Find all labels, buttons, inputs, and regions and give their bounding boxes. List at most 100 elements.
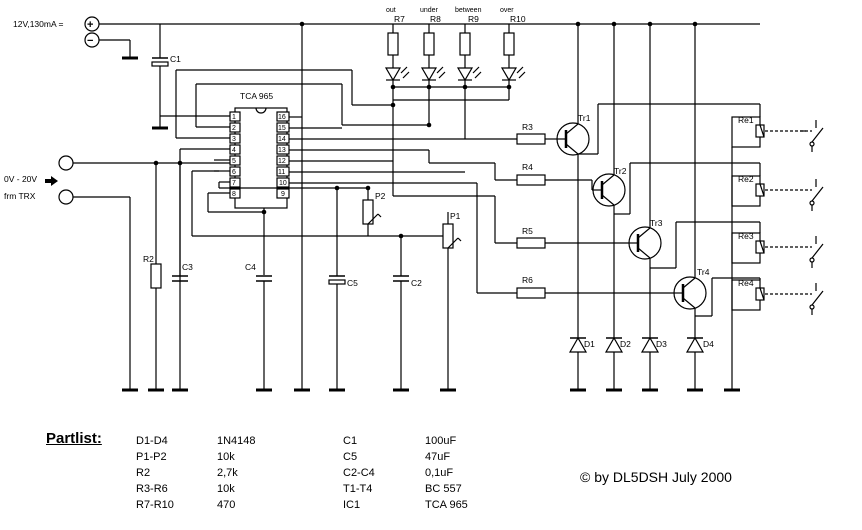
svg-text:C3: C3	[182, 262, 193, 272]
supply-minus-terminal: −	[84, 32, 100, 48]
partlist-value: 0,1uF	[425, 467, 454, 479]
label-between: between	[455, 7, 482, 14]
partlist-ref: C5	[343, 451, 358, 463]
input-from-label: frm TRX	[4, 191, 36, 201]
svg-text:P2: P2	[375, 191, 386, 201]
svg-text:+: +	[87, 19, 93, 31]
svg-text:9: 9	[281, 191, 285, 198]
svg-text:D4: D4	[703, 339, 714, 349]
capacitor-c1: C1	[151, 24, 235, 130]
partlist-value: BC 557	[425, 483, 462, 495]
partlist-ref: R7-R10	[136, 499, 174, 511]
svg-text:D1: D1	[584, 339, 595, 349]
capacitor-c2: C2	[393, 233, 422, 390]
partlist-col2-refs: C1 C5 C2-C4 T1-T4 IC1	[343, 433, 375, 513]
transistor-tr4: Tr4	[673, 21, 760, 390]
svg-text:13: 13	[278, 147, 286, 154]
partlist-value: 470	[217, 499, 236, 511]
resistor-r4: R4	[516, 162, 592, 186]
relay-re1: Re1	[731, 104, 824, 152]
partlist-ref: C1	[343, 435, 358, 447]
svg-text:7: 7	[232, 180, 236, 187]
partlist-ref: IC1	[343, 499, 361, 511]
partlist-ref: R2	[136, 467, 151, 479]
svg-text:R2: R2	[143, 254, 154, 264]
svg-text:Re1: Re1	[738, 115, 754, 125]
copyright-notice: © by DL5DSH July 2000	[580, 469, 732, 485]
svg-text:R10: R10	[510, 14, 526, 24]
svg-text:11: 11	[278, 169, 285, 176]
partlist-ref: C2-C4	[343, 467, 375, 479]
ic-label: TCA 965	[240, 91, 273, 101]
ic-tca965: TCA 965 1 2 3 4 5 6 7 8 16 15 14 13 12 1…	[229, 91, 290, 209]
svg-text:R4: R4	[522, 162, 533, 172]
led-resistor-r9: between R9	[455, 7, 482, 90]
label-over: over	[500, 7, 514, 14]
svg-text:R3: R3	[522, 122, 533, 132]
svg-text:4: 4	[232, 147, 236, 154]
svg-text:R6: R6	[522, 275, 533, 285]
partlist-title: Partlist:	[46, 430, 102, 447]
resistor-r6: R6	[516, 275, 673, 299]
diode-d1: D1	[568, 336, 595, 353]
partlist-col2-values: 100uF 47uF 0,1uF BC 557 TCA 965	[425, 433, 468, 513]
svg-text:C5: C5	[347, 278, 358, 288]
svg-text:D2: D2	[620, 339, 631, 349]
transistor-tr1: Tr1	[556, 21, 760, 390]
label-out: out	[386, 7, 396, 14]
resistor-r3: R3	[516, 122, 556, 145]
transistor-tr3: Tr3	[628, 21, 760, 390]
svg-text:R9: R9	[468, 14, 479, 24]
svg-text:R7: R7	[394, 14, 405, 24]
partlist-ref: T1-T4	[343, 483, 373, 495]
partlist-value: 100uF	[425, 435, 457, 447]
relay-re4: Re4	[731, 278, 824, 315]
svg-text:−: −	[87, 35, 93, 47]
led-resistor-r8: under R8	[420, 7, 446, 90]
diode-d3: D3	[640, 336, 667, 353]
svg-text:15: 15	[278, 125, 286, 132]
supply-plus-terminal: +	[84, 16, 100, 32]
svg-text:8: 8	[232, 191, 236, 198]
diode-d4: D4	[685, 336, 714, 353]
svg-text:P1: P1	[450, 211, 461, 221]
svg-text:5: 5	[232, 158, 236, 165]
potentiometer-p2: P2	[362, 185, 386, 236]
svg-text:C4: C4	[245, 262, 256, 272]
relay-re3: Re3	[731, 222, 824, 268]
input-range-label: 0V - 20V	[4, 174, 37, 184]
svg-text:D3: D3	[656, 339, 667, 349]
ic-wiring	[175, 21, 517, 390]
partlist-value: 2,7k	[217, 467, 238, 479]
partlist-value: 47uF	[425, 451, 451, 463]
svg-text:3: 3	[232, 136, 236, 143]
potentiometer-p1: P1	[442, 211, 462, 390]
svg-text:Tr2: Tr2	[614, 166, 627, 176]
svg-text:R8: R8	[430, 14, 441, 24]
svg-text:Re2: Re2	[738, 174, 754, 184]
label-under: under	[420, 7, 439, 14]
svg-text:12: 12	[278, 158, 286, 165]
svg-text:C1: C1	[170, 54, 181, 64]
svg-text:14: 14	[278, 136, 286, 143]
svg-text:Re4: Re4	[738, 278, 754, 288]
svg-text:C2: C2	[411, 278, 422, 288]
svg-text:10: 10	[279, 180, 287, 187]
relay-re2: Re2	[731, 163, 824, 211]
svg-text:1: 1	[232, 114, 236, 121]
supply-label: 12V,130mA =	[13, 19, 64, 29]
svg-text:Tr4: Tr4	[697, 267, 710, 277]
partlist-value: 1N4148	[217, 435, 256, 447]
capacitor-c5: C5	[328, 185, 358, 390]
svg-text:16: 16	[278, 114, 286, 121]
partlist-value: 10k	[217, 483, 235, 495]
svg-text:Tr3: Tr3	[650, 218, 663, 228]
supply-wires	[99, 23, 760, 60]
led-resistor-r7: out R7	[384, 7, 410, 90]
partlist-ref: D1-D4	[136, 435, 168, 447]
svg-text:Tr1: Tr1	[578, 113, 591, 123]
transistor-tr2: Tr2	[591, 21, 760, 390]
partlist-ref: R3-R6	[136, 483, 168, 495]
svg-text:Re3: Re3	[738, 231, 754, 241]
